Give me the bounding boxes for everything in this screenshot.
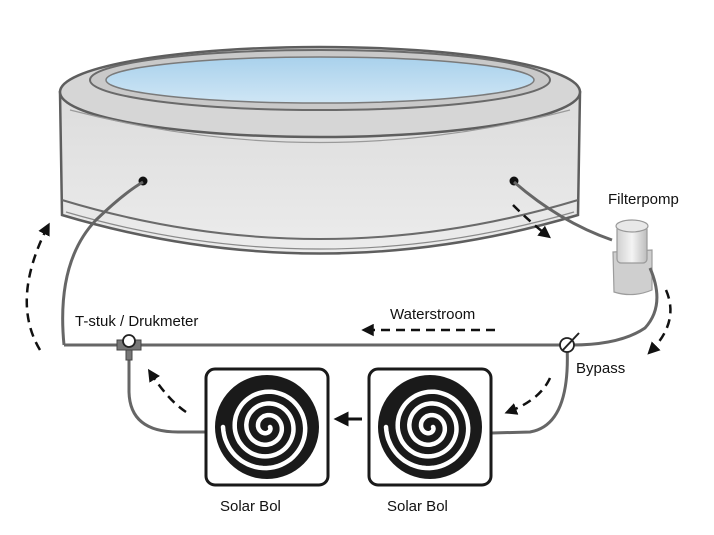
flow-arrow-to-panels [504, 377, 552, 415]
flow-arrows [25, 204, 672, 415]
solar-bol-2-label: Solar Bol [387, 498, 448, 515]
t-stuk-stem [125, 349, 133, 361]
bypass-valve [559, 332, 580, 353]
solar-bol-2 [367, 367, 493, 487]
solar-panels [204, 367, 493, 487]
pressure-gauge [122, 334, 136, 348]
hoses [61, 180, 659, 435]
pool-rim-shadow [69, 109, 571, 144]
solar-bol-1-spiral [220, 389, 308, 471]
hose-panel-to-tstuk [127, 350, 206, 434]
pool-bottom-ring-inner [65, 211, 575, 250]
flow-arrow-pump-down [647, 289, 672, 355]
pool [58, 45, 582, 255]
hose-bypass-to-panel [491, 344, 569, 435]
flow-arrow-into-pump [512, 204, 551, 239]
waterstroom-label: Waterstroom [390, 306, 476, 323]
bypass-valve-handle [561, 332, 580, 352]
hose-tstuk-to-pool [61, 180, 144, 346]
hose-pump-to-bypass [571, 267, 659, 347]
solar-bol-1-label: Solar Bol [220, 498, 281, 515]
flow-arrow-to-tstuk [147, 368, 187, 414]
pool-water [105, 56, 535, 104]
t-stuk-fitting [116, 334, 142, 361]
filter-pump [612, 219, 653, 296]
hose-pool-to-pump [513, 180, 613, 242]
solar-bol-2-spiral [383, 389, 471, 471]
filterpomp-label: Filterpomp [608, 191, 679, 208]
t-stuk-label: T-stuk / Drukmeter [75, 313, 199, 330]
pump-lid [615, 219, 649, 233]
solar-bol-1 [204, 367, 330, 487]
flow-arrow-into-pool [25, 222, 50, 351]
bypass-label: Bypass [576, 360, 626, 377]
pool-bottom-ring [61, 199, 579, 240]
